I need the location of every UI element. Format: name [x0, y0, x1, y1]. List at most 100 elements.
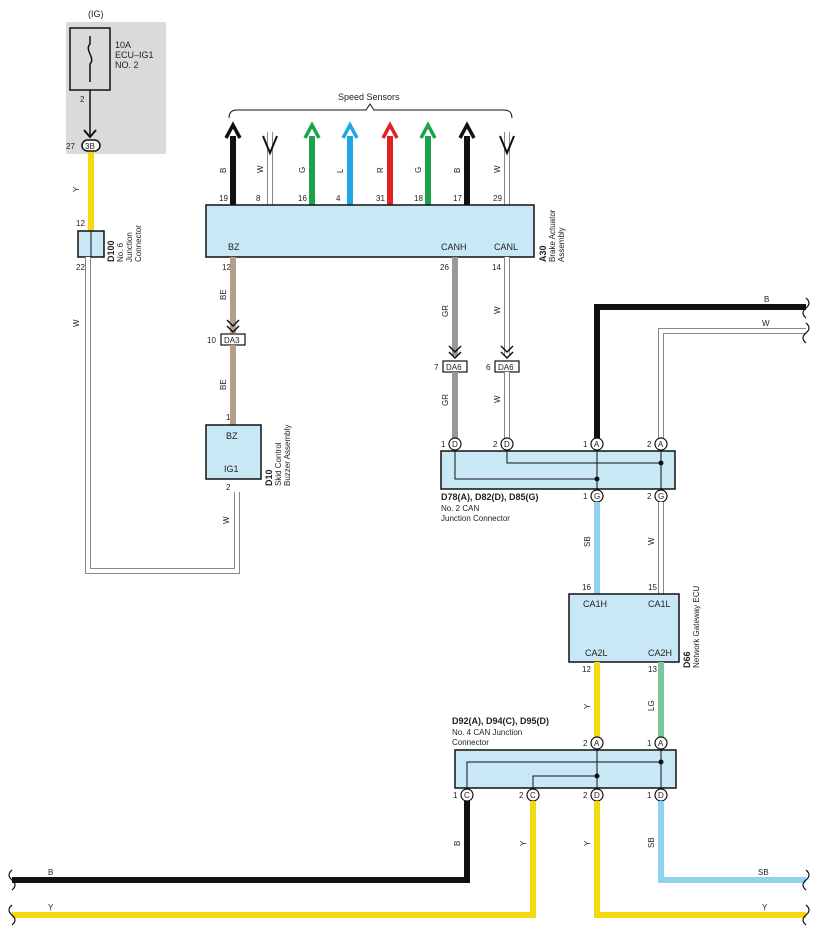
connector-arrow-icon [500, 345, 514, 360]
d66-name: Network Gateway ECU [692, 586, 701, 668]
jc4-pin-number: 1 [647, 739, 652, 748]
a30-canl-label: CANL [494, 242, 518, 252]
sensor-wire-color-label: G [298, 167, 307, 173]
a30-canl-pin: 14 [492, 263, 501, 272]
wire-label-y-jc4: Y [519, 840, 528, 846]
sensor-pin-number: 4 [336, 194, 341, 203]
sensor-wire-color-label: B [453, 168, 462, 173]
da6-code-w: DA6 [498, 363, 514, 372]
jc2-pin-letter: G [594, 492, 600, 501]
jc2-pin-circle [590, 437, 604, 451]
sensor-output-arrow-icon [381, 121, 399, 139]
a30-canh-pin: 26 [440, 263, 449, 272]
d100-pin-bottom: 22 [76, 263, 85, 272]
jc2-connector-body [440, 450, 676, 490]
junction-dot [658, 460, 664, 466]
jc4-code: D92(A), D94(C), D95(D) [452, 716, 549, 726]
a30-name-line1: Brake Actuator [548, 209, 557, 262]
a30-bz-pin: 12 [222, 263, 231, 272]
d66-gateway-ecu [568, 593, 680, 663]
wire-break-icon [802, 869, 810, 891]
bus-label-b: B [48, 868, 53, 877]
sensor-pin-number: 18 [414, 194, 423, 203]
d10-bz-label: BZ [226, 431, 238, 441]
wire-label-w-jc2: W [647, 537, 656, 545]
sensor-output-arrow-icon [341, 121, 359, 139]
a30-code: A30 [538, 245, 548, 262]
fuse-pin-out: 2 [80, 95, 85, 104]
jc4-internal-wiring [466, 750, 662, 788]
ig-label: (IG) [88, 9, 104, 19]
bus-label-y2: Y [762, 903, 768, 912]
wire-break-icon [802, 297, 810, 319]
wire-label-w-d10: W [222, 516, 231, 524]
jc2-pin-circle [448, 437, 462, 451]
d66-ca1h-label: CA1H [583, 599, 607, 609]
jc2-pin-number: 1 [441, 440, 446, 449]
d100-name-line2: Junction [125, 232, 134, 262]
jc4-pin-circle [590, 736, 604, 750]
da6-code-gr: DA6 [446, 363, 462, 372]
wire-w-loop [86, 257, 239, 573]
jc2-pin-letter: A [594, 440, 600, 449]
sensor-wire-color-label: G [414, 167, 423, 173]
sensor-pin-number: 29 [493, 194, 502, 203]
jc4-pin-letter: D [658, 791, 664, 800]
jc4-pin-number: 1 [453, 791, 458, 800]
wire-w-upper-outline [658, 328, 806, 438]
d66-ca1l-label: CA1L [648, 599, 671, 609]
da6-pin-w: 6 [486, 363, 491, 372]
d66-code: D66 [682, 651, 692, 668]
sensor-output-arrow-icon [419, 121, 437, 139]
wire-label-sb-jc2: SB [583, 536, 592, 547]
speed-sensors-bracket [228, 103, 513, 119]
jc2-pin-letter: A [658, 440, 664, 449]
connector-arrow-icon [226, 319, 240, 334]
sensor-pin-number: 17 [453, 194, 462, 203]
d66-ca2h-label: CA2H [648, 648, 672, 658]
jc2-pin-letter: D [452, 440, 458, 449]
jc2-pin-number: 2 [647, 492, 652, 501]
speed-sensor-wires: B19FL+W8FL–G16FR+L4FR–R31RL+G18RL–B17RR+… [219, 121, 516, 219]
jc4-pin-letter: C [464, 791, 470, 800]
jc2-pin-circle [500, 437, 514, 451]
a30-bz-label: BZ [228, 242, 240, 252]
wire-label-be-bottom: BE [219, 379, 228, 390]
fuse-rating: 10A [115, 40, 131, 50]
speed-sensors-title: Speed Sensors [338, 92, 400, 102]
sensor-output-arrow-icon [458, 121, 476, 139]
d10-buzzer-assembly [205, 424, 262, 480]
sensor-pin-number: 19 [219, 194, 228, 203]
bus-label-sb: SB [758, 868, 769, 877]
wire-sb-bottom [658, 801, 806, 883]
d100-name-line1: No. 6 [116, 242, 125, 262]
a30-canh-label: CANH [441, 242, 467, 252]
wire-break-icon [8, 904, 16, 926]
jc4-pin-letter: C [530, 791, 536, 800]
jc4-name-line1: No. 4 CAN Junction [452, 728, 522, 737]
wire-label-w-top: W [493, 306, 502, 314]
jc4-pin-letter: D [594, 791, 600, 800]
d66-pin-ca1h: 16 [582, 583, 591, 592]
jc2-internal-wiring [454, 451, 662, 489]
jc4-pin-number: 2 [583, 739, 588, 748]
connector-arrow-icon [448, 345, 462, 360]
jc2-pin-letter: G [658, 492, 664, 501]
junction-dot [594, 773, 600, 779]
a30-brake-actuator [205, 204, 535, 258]
d10-name-line2: Buzzer Assembly [283, 425, 292, 486]
jc2-pin-letter: D [504, 440, 510, 449]
sensor-wire-color-label: R [376, 167, 385, 173]
sensor-pin-number: 16 [298, 194, 307, 203]
wire-label-gr-top: GR [441, 305, 450, 317]
wire-label-w-d100: W [72, 319, 81, 327]
sensor-wire-color-label: L [336, 168, 345, 173]
wire-w-loop-outline [85, 257, 240, 574]
sensor-pin-number: 8 [256, 194, 261, 203]
jc2-code: D78(A), D82(D), D85(G) [441, 492, 539, 502]
wire-break-icon [8, 869, 16, 891]
fuse-icon [87, 36, 93, 82]
sensor-pin-number: 31 [376, 194, 385, 203]
